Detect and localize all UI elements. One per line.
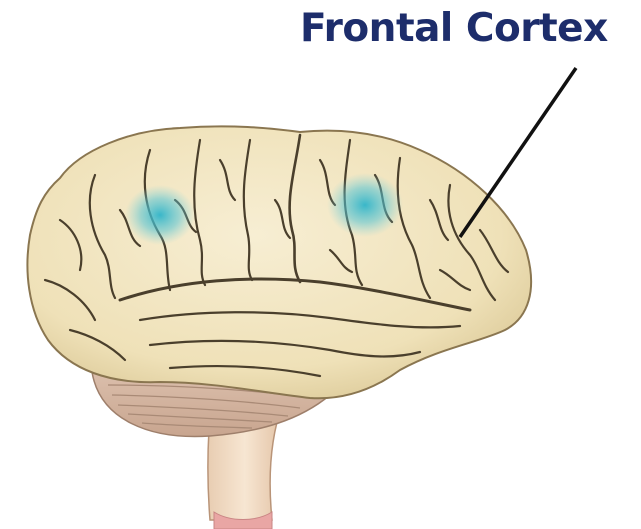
activation-spot-parietal xyxy=(125,185,195,245)
leader-line xyxy=(460,68,576,237)
cerebrum xyxy=(27,126,531,398)
frontal-cortex-label: Frontal Cortex xyxy=(300,6,608,51)
activation-spot-frontal xyxy=(327,173,403,237)
